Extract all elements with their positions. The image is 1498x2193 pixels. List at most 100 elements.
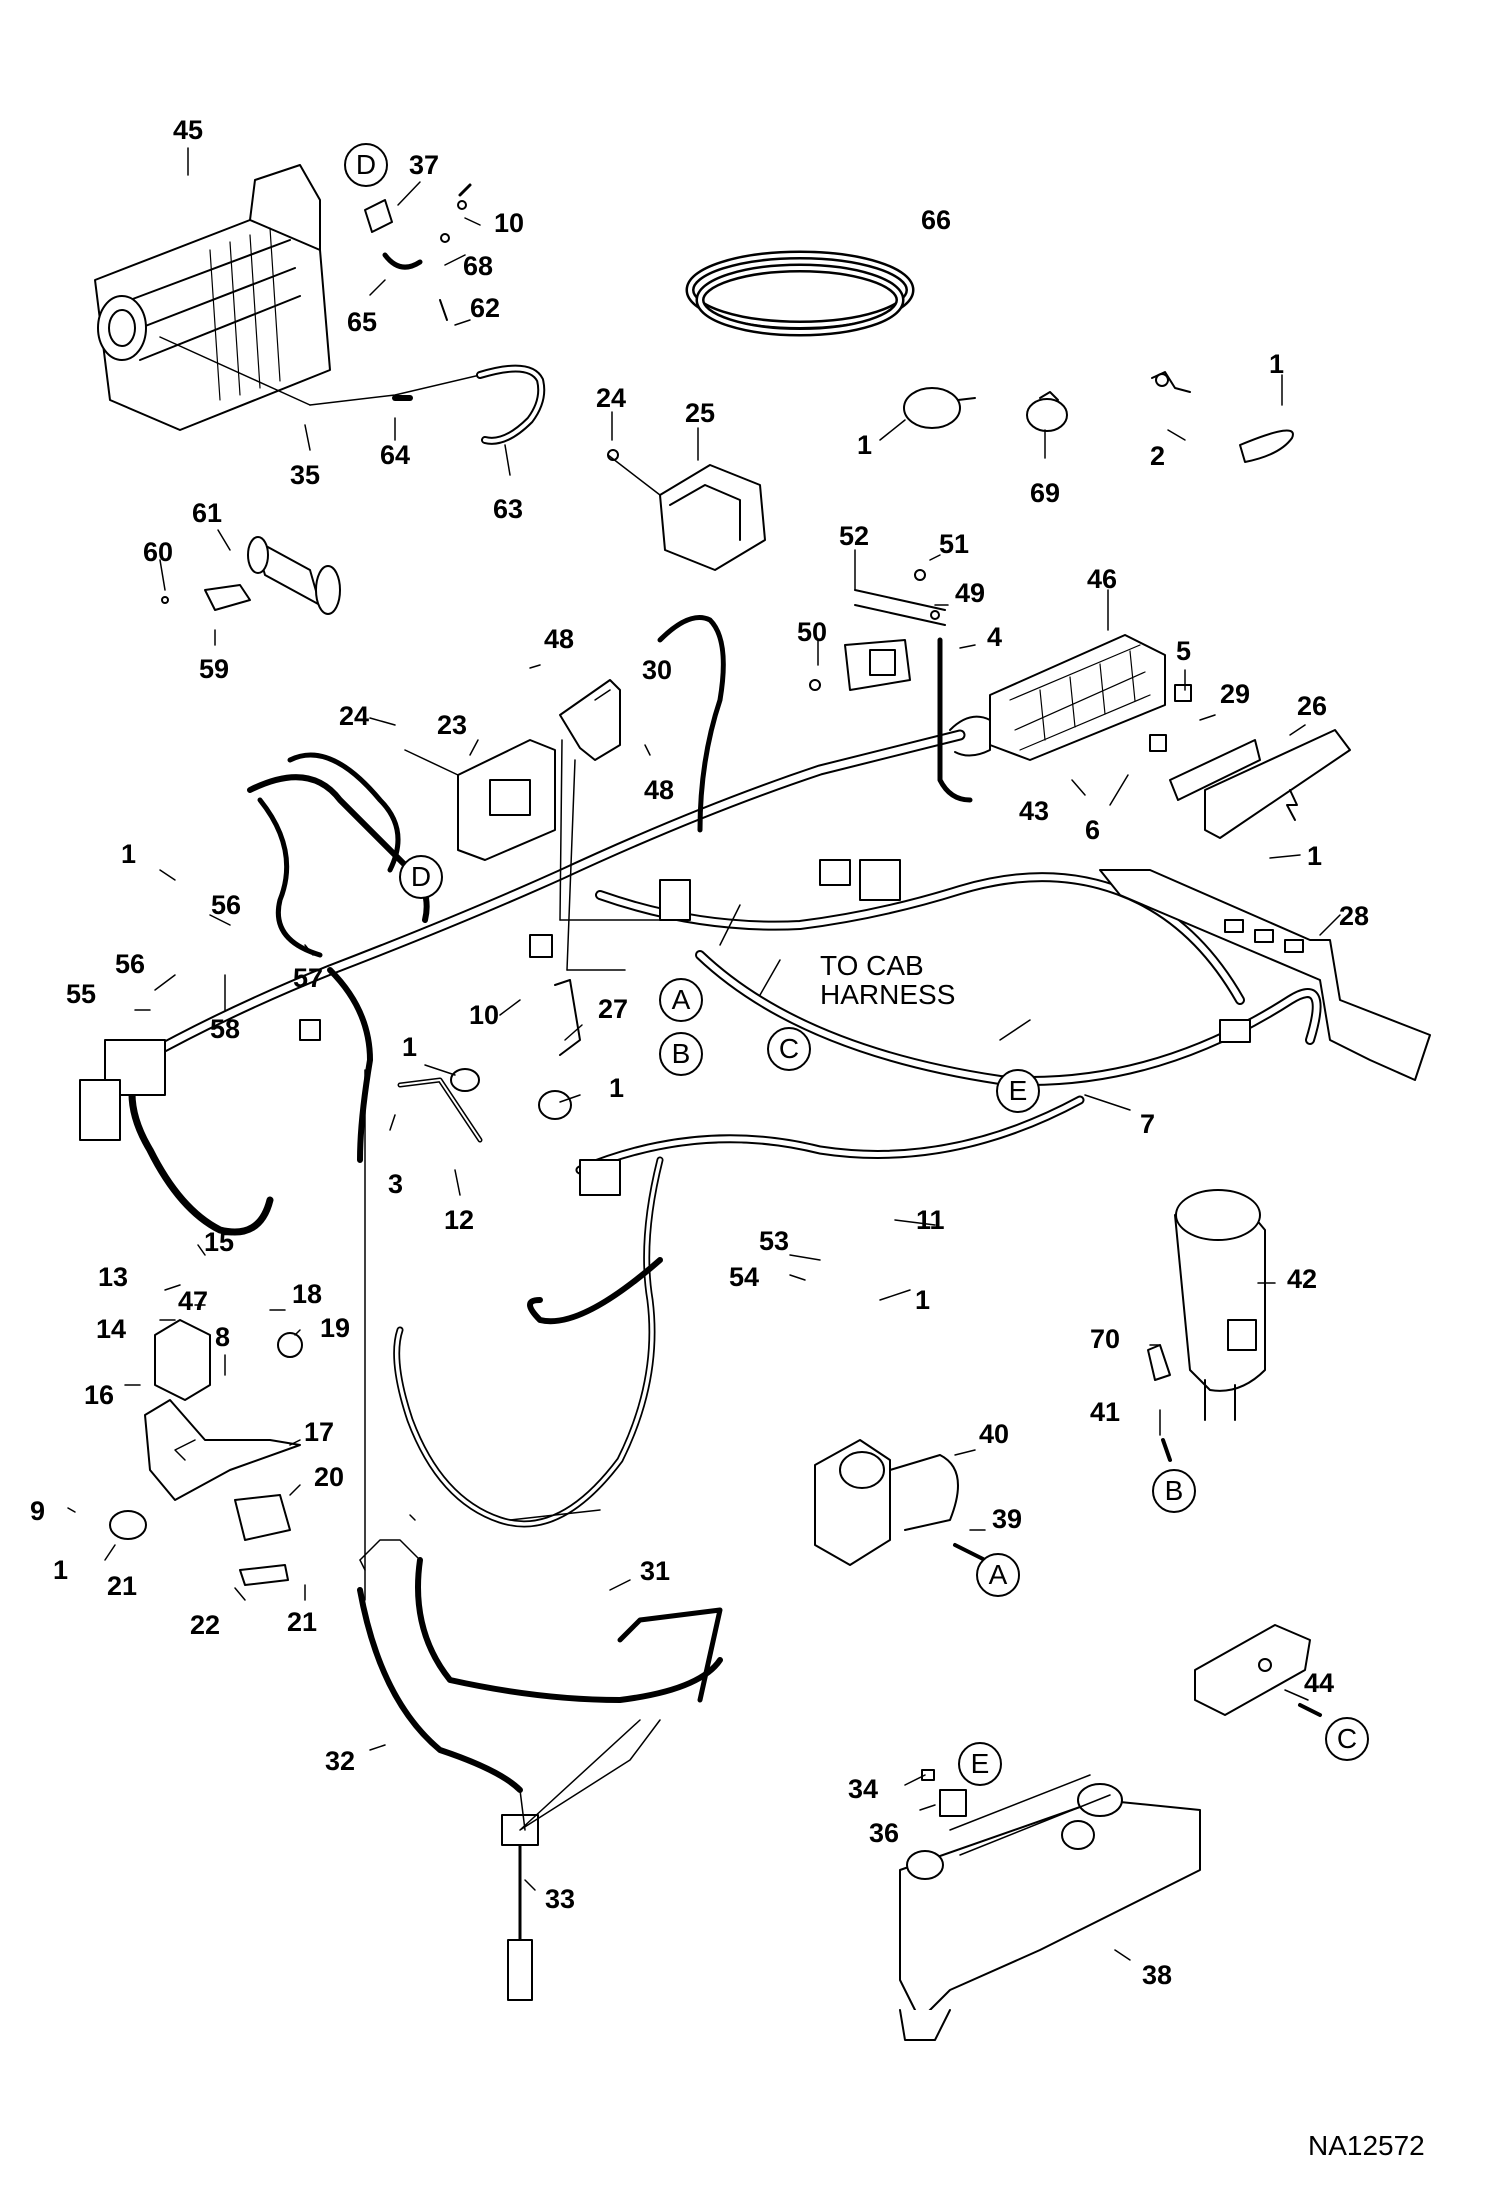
reference-circle-a: A [976,1553,1020,1597]
filter-61 [161,536,341,615]
callout-43: 43 [1019,796,1050,826]
callout-56: 56 [211,890,242,920]
valve-body-38 [899,1769,1201,2041]
callout-59: 59 [199,654,230,684]
callout-1: 1 [1269,349,1285,379]
callout-2: 2 [1150,441,1166,471]
reference-circle-e: E [958,1742,1002,1786]
callout-31: 31 [640,1556,671,1586]
callout-3: 3 [388,1169,404,1199]
callout-32: 32 [325,1746,356,1776]
module-23 [404,679,621,861]
controller-25 [607,449,766,571]
callout-10: 10 [469,1000,500,1030]
harness-connectors [79,859,1251,1196]
callout-45: 45 [173,115,204,145]
callout-24: 24 [596,383,627,413]
callout-20: 20 [314,1462,345,1492]
callout-21: 21 [287,1607,318,1637]
callout-48: 48 [644,775,675,805]
callout-52: 52 [839,521,870,551]
harness-note-line-2: HARNESS [820,979,956,1011]
callout-44: 44 [1304,1668,1335,1698]
callout-7: 7 [1140,1109,1156,1139]
group-brackets [174,1069,661,1831]
callout-5: 5 [1176,636,1192,666]
callout-24: 24 [339,701,370,731]
callout-49: 49 [955,578,986,608]
callout-34: 34 [848,1774,879,1804]
callout-23: 23 [437,710,468,740]
callout-53: 53 [759,1226,790,1256]
bracket-28 [1099,869,1431,1081]
callout-9: 9 [30,1496,46,1526]
callout-10: 10 [494,208,525,238]
callout-69: 69 [1030,478,1061,508]
callout-1: 1 [402,1032,418,1062]
reference-circle-c: C [1325,1717,1369,1761]
callout-27: 27 [598,994,629,1024]
callout-58: 58 [210,1014,241,1044]
reference-circle-d: D [344,143,388,187]
callout-41: 41 [1090,1397,1121,1427]
callout-1: 1 [915,1285,931,1315]
reference-circle-e: E [996,1069,1040,1113]
callout-26: 26 [1297,691,1328,721]
callout-4: 4 [987,622,1003,652]
reference-circle-b: B [659,1032,703,1076]
accumulator-42 [1147,1189,1266,1462]
callout-18: 18 [292,1279,323,1309]
callout-38: 38 [1142,1960,1173,1990]
reference-circle-d: D [399,855,443,899]
harness-note-line-1: TO CAB [820,950,924,981]
fuse-box-46 [949,634,1351,839]
callout-61: 61 [192,498,223,528]
reference-circle-b: B [1152,1469,1196,1513]
callout-65: 65 [347,307,378,337]
callout-11: 11 [916,1205,945,1235]
callout-19: 19 [320,1313,351,1343]
callout-35: 35 [290,460,321,490]
callout-64: 64 [380,440,411,470]
callout-50: 50 [797,617,828,647]
callout-62: 62 [470,293,501,323]
hose-assembly-63 [309,364,546,445]
callout-28: 28 [1339,901,1370,931]
bracket-27 [397,979,581,1143]
manifold-block-44 [1194,1624,1322,1717]
callout-57: 57 [293,963,324,993]
leader-lines [67,147,1341,1961]
callout-48: 48 [544,624,575,654]
callout-36: 36 [869,1818,900,1848]
callout-1: 1 [1307,841,1323,871]
callout-8: 8 [215,1322,231,1352]
callout-30: 30 [642,655,673,685]
callout-51: 51 [939,529,970,559]
callout-54: 54 [729,1262,760,1292]
callout-14: 14 [96,1314,127,1344]
callout-16: 16 [84,1380,115,1410]
conduit-coil-66 [685,250,915,337]
callout-66: 66 [921,205,952,235]
callout-29: 29 [1220,679,1251,709]
callout-56: 56 [115,949,146,979]
callout-70: 70 [1090,1324,1121,1354]
motor-40 [814,1439,987,1566]
callout-1: 1 [609,1073,625,1103]
air-cleaner-assembly [94,164,331,431]
callout-55: 55 [66,979,97,1009]
callout-46: 46 [1087,564,1118,594]
callout-42: 42 [1287,1264,1318,1294]
cable-ties-top [903,371,1294,463]
callout-33: 33 [545,1884,576,1914]
callout-13: 13 [98,1262,129,1292]
reference-circle-c: C [767,1027,811,1071]
figure-id: NA12572 [1308,2130,1425,2161]
callout-21: 21 [107,1571,138,1601]
callout-68: 68 [463,251,494,281]
callout-60: 60 [143,537,174,567]
main-harness-7 [128,615,1322,1528]
